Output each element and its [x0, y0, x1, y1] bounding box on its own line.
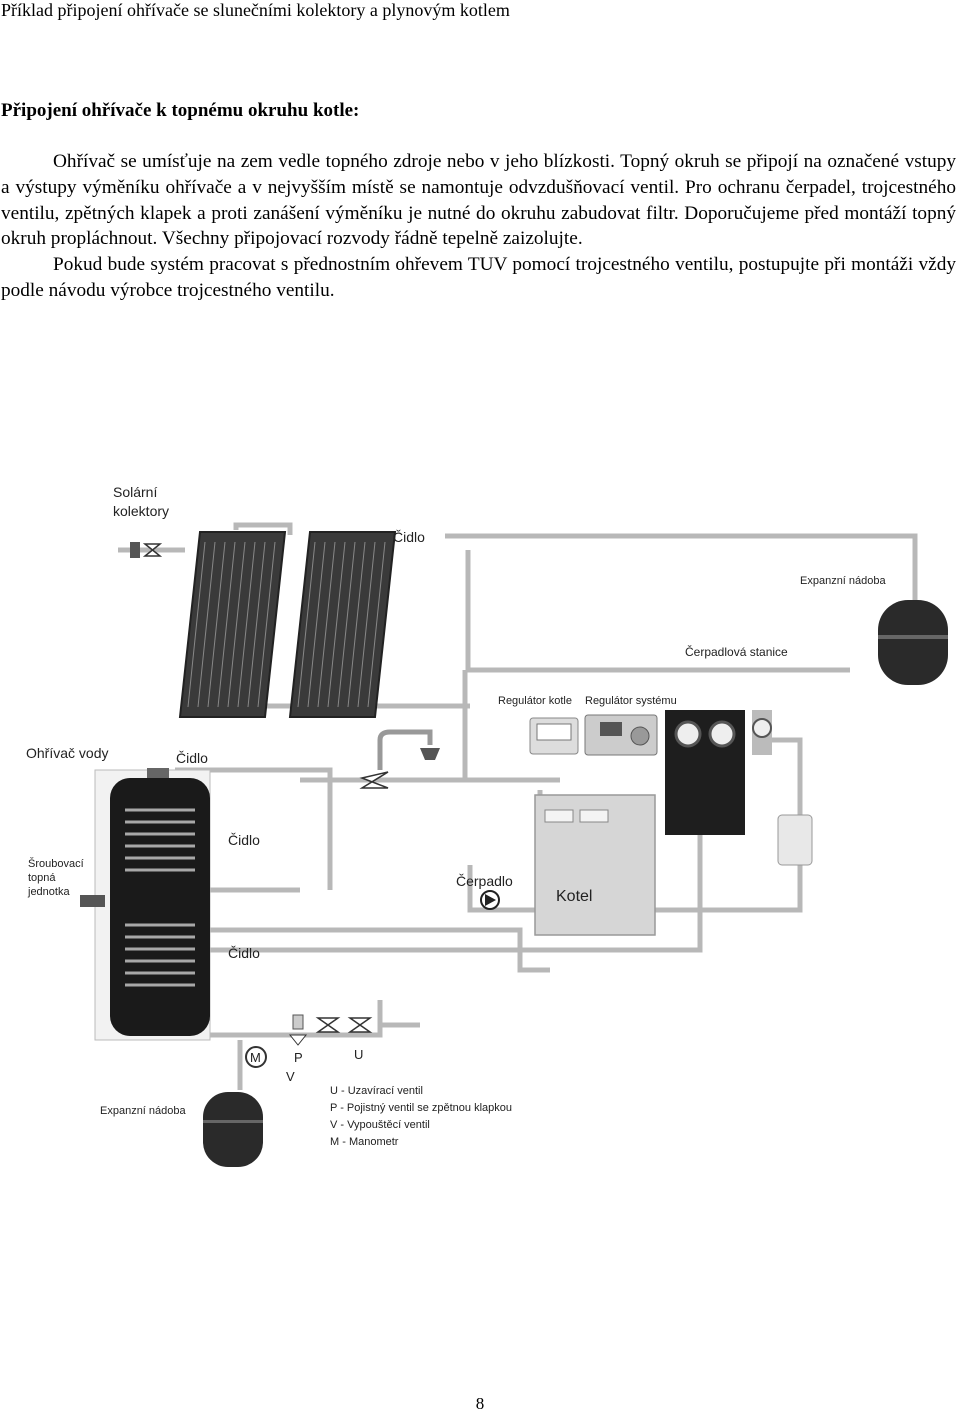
legend-item: M - Manometr [330, 1136, 399, 1148]
page-header: Příklad připojení ohřívače se slunečními… [1, 0, 510, 20]
label-system-regulator: Regulátor systému [585, 695, 677, 707]
label-v: V [286, 1069, 295, 1084]
label-sensor-low: Čidlo [228, 945, 260, 961]
water-heater [80, 768, 211, 1041]
label-expansion-bottom: Expanzní nádoba [100, 1105, 187, 1117]
shower-icon [377, 729, 433, 770]
solar-collector-2 [288, 531, 397, 718]
label-sensor-collector: Čidlo [393, 529, 425, 545]
pump-icon [480, 890, 500, 910]
safety-valve-icon [288, 1014, 308, 1046]
shower-head-icon [420, 748, 440, 760]
label-m: M [250, 1050, 261, 1065]
label-water-heater: Ohřívač vody [26, 745, 108, 761]
system-regulator [584, 714, 658, 756]
label-expansion-top: Expanzní nádoba [800, 575, 887, 587]
heating-schematic: Solární kolektory Čidlo Expanzní nádoba … [26, 484, 948, 1167]
pump-station [665, 710, 813, 866]
expansion-tank-bottom [203, 1092, 263, 1167]
label-pump: Čerpadlo [456, 873, 513, 889]
boiler-regulator [529, 717, 579, 755]
label-p: P [294, 1050, 303, 1065]
legend-item: V - Vypouštěcí ventil [330, 1119, 430, 1131]
body-text: Ohřívač se umísťuje na zem vedle topného… [1, 149, 956, 304]
three-way-valve-icon [359, 771, 389, 789]
expansion-tank-top [878, 600, 948, 685]
label-sensor-top: Čidlo [176, 750, 208, 766]
label-boiler-regulator: Regulátor kotle [498, 695, 572, 707]
legend-item: P - Pojistný ventil se zpětnou klapkou [330, 1102, 512, 1114]
paragraph: Ohřívač se umísťuje na zem vedle topného… [1, 151, 956, 250]
manometer-icon [245, 1046, 267, 1068]
label-sensor-mid: Čidlo [228, 832, 260, 848]
collector-valve-icon [130, 542, 163, 558]
section-heading: Připojení ohřívače k topnému okruhu kotl… [1, 100, 360, 121]
label-solar-2: kolektory [113, 503, 169, 519]
boiler [534, 794, 656, 936]
label-boiler: Kotel [556, 888, 592, 905]
label-solar-1: Solární [113, 484, 157, 500]
label-pump-station: Čerpadlová stanice [685, 644, 788, 659]
label-screw-3: jednotka [27, 886, 70, 898]
solar-collector-1 [178, 531, 287, 718]
page-number: 8 [475, 1394, 485, 1413]
label-screw-2: topná [28, 872, 56, 884]
label-u: U [354, 1047, 363, 1062]
label-screw-1: Šroubovací [28, 857, 84, 870]
paragraph: Pokud bude systém pracovat s přednostním… [1, 254, 956, 301]
valve-u-icons [315, 1017, 373, 1033]
legend-item: U - Uzavírací ventil [330, 1085, 423, 1097]
